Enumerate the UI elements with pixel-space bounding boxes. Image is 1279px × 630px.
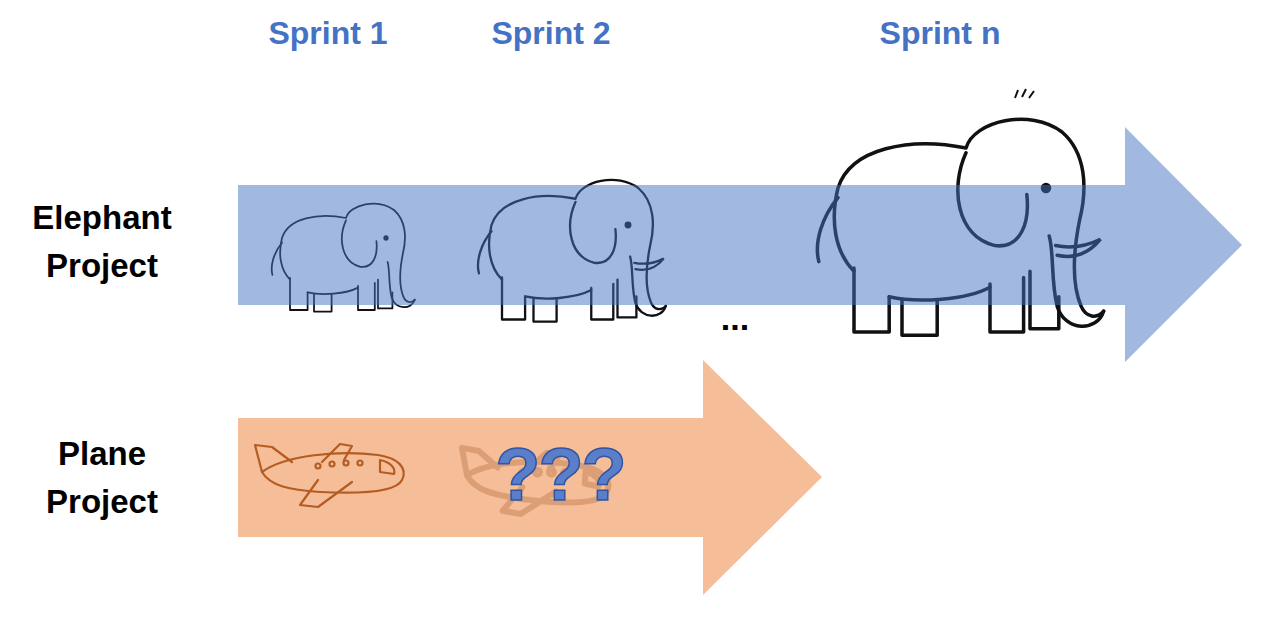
plane-arrow: Plane Project??? — [238, 360, 822, 595]
question-marks: ??? — [495, 433, 625, 517]
project-label: Plane Project — [7, 430, 197, 526]
project-label: Elephant Project — [7, 194, 197, 290]
sprint-label: Sprint 2 — [491, 13, 610, 53]
sprint-label: Sprint 1 — [268, 13, 387, 53]
arrow-band — [238, 360, 822, 595]
arrow-band — [238, 127, 1242, 362]
ellipsis: ... — [721, 298, 749, 338]
sprint-label: Sprint n — [880, 13, 1001, 53]
